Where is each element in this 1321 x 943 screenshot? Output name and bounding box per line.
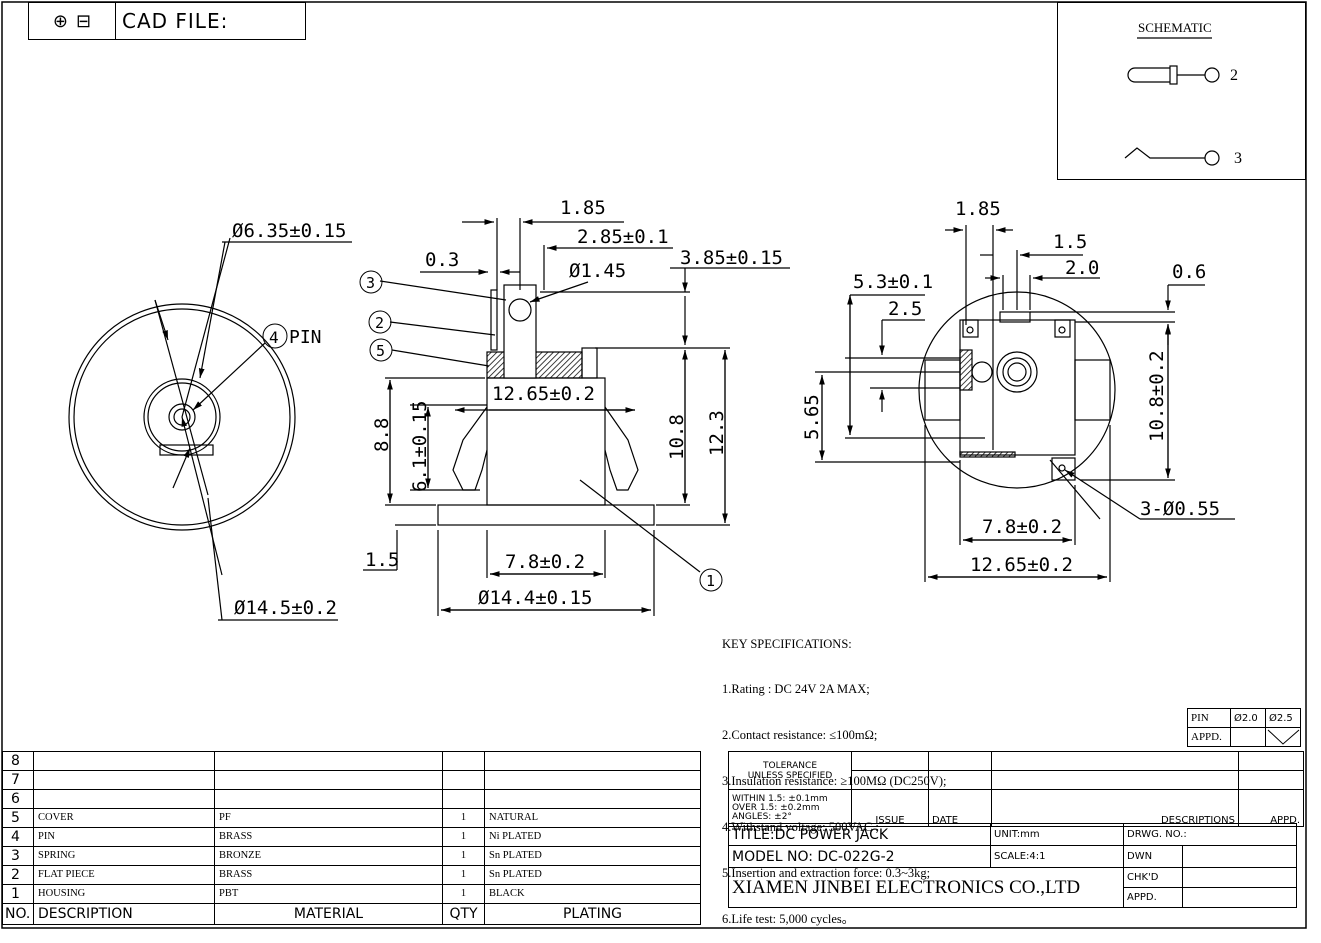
table-row: 2 FLAT PIECE BRASS 1 Sn PLATED xyxy=(2,865,701,885)
dim-s144: Ø14.4±0.15 xyxy=(478,587,592,609)
dim-s185: 1.85 xyxy=(560,197,606,219)
bom-header-material: MATERIAL xyxy=(214,903,443,925)
dim-r06: 0.6 xyxy=(1172,261,1206,283)
dim-r3d: 3-Ø0.55 xyxy=(1140,498,1220,520)
dim-r25: 2.5 xyxy=(888,298,922,320)
callout-2: 2 xyxy=(375,314,384,332)
pin-check-icon xyxy=(1265,727,1301,747)
issue-label: ISSUE xyxy=(851,789,929,827)
pin-label-cell: PIN xyxy=(1187,708,1231,728)
dim-r185: 1.85 xyxy=(955,198,1001,220)
model-number: MODEL NO: DC-022G-2 xyxy=(728,845,991,868)
top-view xyxy=(815,225,1235,582)
dim-r20: 2.0 xyxy=(1065,257,1099,279)
schematic-title: SCHEMATIC xyxy=(1138,20,1212,35)
cad-file-box: ⊕ ⊟ CAD FILE: xyxy=(28,2,306,40)
pin-empty xyxy=(1230,727,1266,747)
schematic-box: SCHEMATIC 2 3 xyxy=(1057,2,1306,180)
crosshair-circle-icon: ⊕ xyxy=(52,10,68,31)
projection-symbols: ⊕ ⊟ xyxy=(29,3,116,39)
table-row: 5 COVER PF 1 NATURAL xyxy=(2,808,701,828)
table-row: 3 SPRING BRONZE 1 Sn PLATED xyxy=(2,846,701,866)
dim-r565: 5.65 xyxy=(801,394,823,440)
bom-header-qty: QTY xyxy=(442,903,485,925)
drawing-number-label: DRWG. NO.: xyxy=(1123,823,1297,846)
approved-by-label: APPD. xyxy=(1123,887,1183,908)
dim-s385: 3.85±0.15 xyxy=(680,247,783,269)
schematic-pin-3: 3 xyxy=(1234,150,1242,167)
pin-appd: APPD. xyxy=(1187,727,1231,747)
bom-header-desc: DESCRIPTION xyxy=(33,903,215,925)
callout-1: 1 xyxy=(706,572,715,590)
key-specs-title: KEY SPECIFICATIONS: xyxy=(722,636,852,651)
tolerance-cell: TOLERANCE UNLESS SPECIFIED xyxy=(728,751,852,790)
title-block-lower: TITLE:DC POWER JACK UNIT:mm DRWG. NO.: M… xyxy=(728,823,1297,908)
table-row: 1 HOUSING PBT 1 BLACK xyxy=(2,884,701,904)
dim-r108: 10.8±0.2 xyxy=(1146,350,1168,442)
schematic-pin-2: 2 xyxy=(1230,67,1238,84)
tolerance-values: WITHIN 1.5: ±0.1mm OVER 1.5: ±0.2mm ANGL… xyxy=(728,789,852,827)
dim-s61: 6.1±0.15 xyxy=(409,400,431,492)
dim-s03: 0.3 xyxy=(425,249,459,271)
table-row: 7 xyxy=(2,770,701,790)
bom-header-plating: PLATING xyxy=(484,903,701,925)
table-row: 8 xyxy=(2,751,701,771)
key-spec-1: 1.Rating : DC 24V 2A MAX; xyxy=(722,682,870,697)
dim-r1265: 12.65±0.2 xyxy=(970,554,1073,576)
key-spec-6: 6.Life test: 5,000 cycles。 xyxy=(722,911,855,926)
dim-r53: 5.3±0.1 xyxy=(853,271,933,293)
front-view xyxy=(68,237,352,621)
bom-header-row: NO. DESCRIPTION MATERIAL QTY PLATING xyxy=(2,903,701,925)
dim-s108a: 10.8 xyxy=(666,414,688,460)
key-spec-2: 2.Contact resistance: ≤100mΩ; xyxy=(722,728,878,743)
dim-d145: Ø14.5±0.2 xyxy=(234,597,337,619)
appd-label: APPD. xyxy=(1238,789,1304,827)
dim-s88: 8.8 xyxy=(371,418,393,452)
pin-label: PIN xyxy=(289,327,322,348)
pin-d25: Ø2.5 xyxy=(1265,708,1301,728)
table-row: 4 PIN BRASS 1 Ni PLATED xyxy=(2,827,701,847)
drawn-by-label: DWN xyxy=(1123,845,1183,868)
dim-s123: 12.3 xyxy=(706,410,728,456)
callout-4: 4 xyxy=(269,328,279,347)
dim-s15a: 1.5 xyxy=(365,549,399,571)
dim-s145: Ø1.45 xyxy=(569,260,626,282)
checked-by-label: CHK'D xyxy=(1123,867,1183,888)
cone-projection-icon: ⊟ xyxy=(76,10,92,31)
descriptions-label: DESCRIPTIONS xyxy=(991,789,1239,827)
dim-s1265a: 12.65±0.2 xyxy=(492,383,595,405)
callout-3: 3 xyxy=(366,274,375,292)
dim-d635: Ø6.35±0.15 xyxy=(232,220,346,242)
table-row: 6 xyxy=(2,789,701,809)
date-label: DATE xyxy=(928,789,992,827)
scale-label: SCALE:4:1 xyxy=(990,845,1124,868)
dim-s78a: 7.8±0.2 xyxy=(505,551,585,573)
company-name: XIAMEN JINBEI ELECTRONICS CO.,LTD xyxy=(728,867,1124,908)
drawing-title: TITLE:DC POWER JACK xyxy=(728,823,991,846)
dim-s285: 2.85±0.1 xyxy=(577,226,669,248)
dim-r15: 1.5 xyxy=(1053,231,1087,253)
title-block: TOLERANCE UNLESS SPECIFIED WITHIN 1.5: ±… xyxy=(728,751,1304,827)
pin-size-box: PIN Ø2.0 Ø2.5 APPD. xyxy=(1187,708,1301,747)
bom-table: 8 7 6 5 COVER PF 1 NATURAL 4 PIN BRASS 1… xyxy=(2,751,701,925)
side-view xyxy=(363,218,790,616)
cad-file-label: CAD FILE: xyxy=(122,9,229,33)
bom-header-no: NO. xyxy=(2,903,34,925)
pin-d20: Ø2.0 xyxy=(1230,708,1266,728)
dim-r78: 7.8±0.2 xyxy=(982,516,1062,538)
schematic-symbols xyxy=(1124,37,1220,166)
unit-label: UNIT:mm xyxy=(990,823,1124,846)
callout-5: 5 xyxy=(376,342,385,360)
